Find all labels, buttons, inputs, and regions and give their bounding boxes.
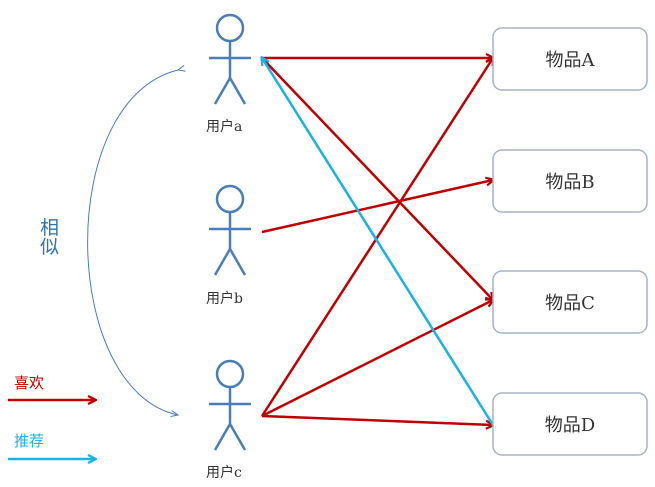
user-a[interactable]: 用户a xyxy=(206,13,251,135)
user-b[interactable]: 用户b xyxy=(206,184,251,307)
item-c[interactable]: 物品C xyxy=(492,270,648,334)
user-c[interactable]: 用户c xyxy=(206,359,251,481)
like-arrow-user-c-item-c xyxy=(261,300,493,418)
legend-like: 喜欢 xyxy=(8,374,95,400)
like-arrow-user-b-item-b xyxy=(261,180,493,234)
item-d[interactable]: 物品D xyxy=(492,392,648,456)
item-label: 物品B xyxy=(545,172,594,193)
legend: 喜欢 推荐 xyxy=(8,374,95,459)
recommend-arrow-item-d-user-a xyxy=(262,58,495,426)
item-label: 物品C xyxy=(545,293,595,314)
item-a[interactable]: 物品A xyxy=(492,27,648,91)
legend-recommend-label: 推荐 xyxy=(14,432,44,450)
similarity-char-1: 相 xyxy=(40,217,59,239)
like-arrow-user-a-item-c xyxy=(261,57,493,300)
user-label: 用户b xyxy=(206,290,243,307)
user-label: 用户a xyxy=(206,118,242,135)
person-icon xyxy=(209,13,251,105)
similarity-arc xyxy=(87,65,186,417)
like-arrow-user-c-item-d xyxy=(261,414,493,425)
similarity-char-2: 似 xyxy=(40,236,59,258)
item-b[interactable]: 物品B xyxy=(492,149,648,213)
item-label: 物品D xyxy=(545,415,595,436)
edges-layer xyxy=(262,58,493,425)
item-label: 物品A xyxy=(546,50,596,71)
legend-like-label: 喜欢 xyxy=(14,374,44,392)
like-arrow-user-c-item-a xyxy=(260,58,493,417)
user-label: 用户c xyxy=(206,464,242,481)
person-icon xyxy=(209,184,251,276)
legend-recommend: 推荐 xyxy=(8,432,95,459)
person-icon xyxy=(209,359,251,451)
